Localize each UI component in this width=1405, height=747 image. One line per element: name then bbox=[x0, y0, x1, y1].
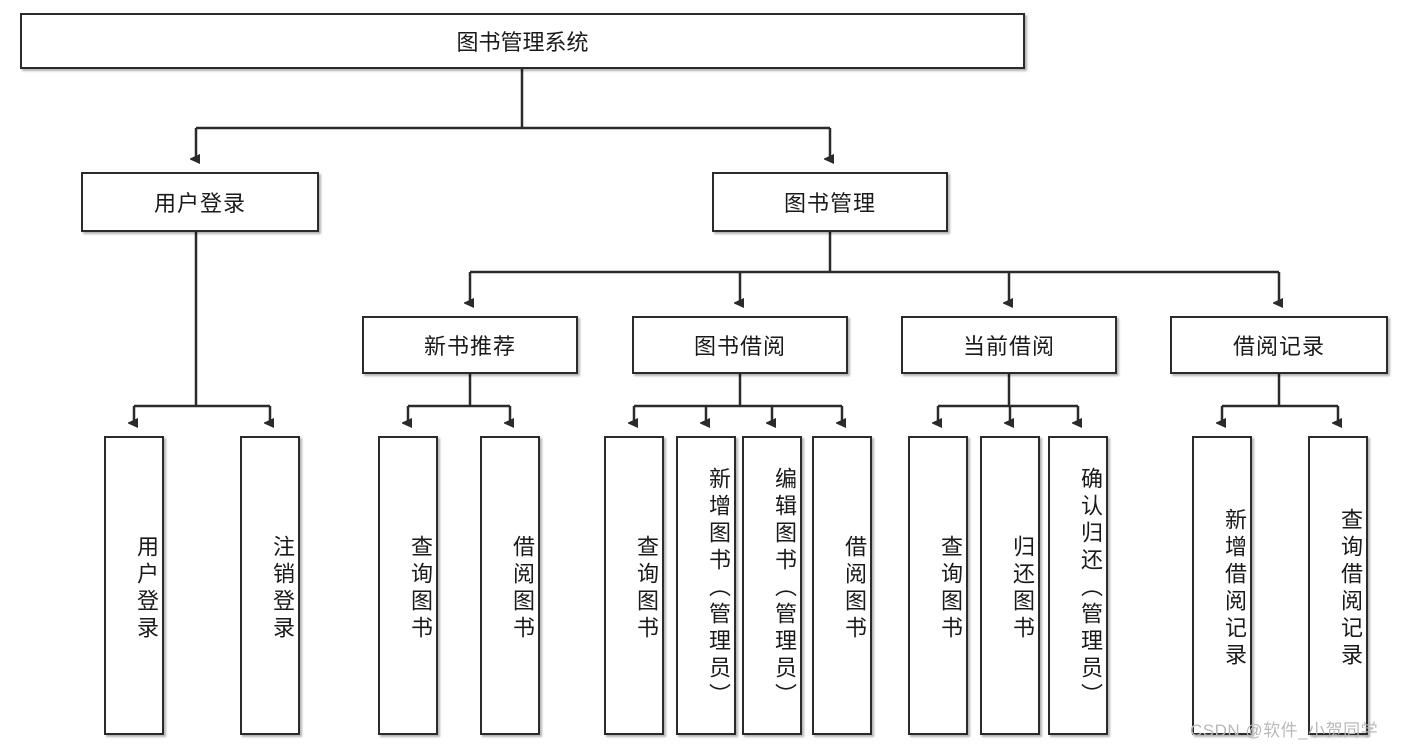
leaf-label: 借阅图书 bbox=[510, 534, 535, 643]
leaf-label: 新增借阅记录 bbox=[1222, 507, 1247, 670]
node-new-book-recommend[interactable]: 新书推荐 bbox=[362, 316, 578, 374]
node-borrow-record[interactable]: 借阅记录 bbox=[1170, 316, 1388, 374]
leaf-query-book-new[interactable]: 查询图书 bbox=[378, 436, 438, 735]
leaf-label: 查询图书 bbox=[938, 534, 963, 643]
leaf-add-book-admin[interactable]: 新增图书（管理员） bbox=[676, 436, 736, 735]
leaf-borrow-book-new[interactable]: 借阅图书 bbox=[480, 436, 540, 735]
node-book-management-label: 图书管理 bbox=[783, 191, 876, 216]
leaf-logout[interactable]: 注销登录 bbox=[240, 436, 300, 735]
leaf-label: 注销登录 bbox=[270, 534, 295, 643]
node-user-login-label: 用户登录 bbox=[153, 191, 246, 216]
leaf-label: 查询图书 bbox=[408, 534, 433, 643]
leaf-label: 编辑图书（管理员） bbox=[772, 467, 797, 710]
leaf-label: 用户登录 bbox=[134, 534, 159, 643]
node-current-borrow[interactable]: 当前借阅 bbox=[901, 316, 1117, 374]
leaf-label: 归还图书 bbox=[1010, 534, 1035, 643]
leaf-add-borrow-record[interactable]: 新增借阅记录 bbox=[1192, 436, 1252, 735]
leaf-label: 借阅图书 bbox=[842, 534, 867, 643]
leaf-label: 确认归还（管理员） bbox=[1078, 467, 1103, 710]
leaf-return-book[interactable]: 归还图书 bbox=[980, 436, 1040, 735]
node-new-book-recommend-label: 新书推荐 bbox=[423, 334, 516, 359]
node-book-borrow[interactable]: 图书借阅 bbox=[632, 316, 848, 374]
leaf-label: 新增图书（管理员） bbox=[706, 467, 731, 710]
leaf-query-borrow-record[interactable]: 查询借阅记录 bbox=[1308, 436, 1368, 735]
leaf-confirm-return-admin[interactable]: 确认归还（管理员） bbox=[1048, 436, 1108, 735]
node-book-borrow-label: 图书借阅 bbox=[693, 334, 786, 359]
leaf-borrow-book[interactable]: 借阅图书 bbox=[812, 436, 872, 735]
node-borrow-record-label: 借阅记录 bbox=[1232, 334, 1325, 359]
leaf-edit-book-admin[interactable]: 编辑图书（管理员） bbox=[742, 436, 802, 735]
leaf-label: 查询借阅记录 bbox=[1338, 507, 1363, 670]
node-root[interactable]: 图书管理系统 bbox=[20, 13, 1025, 69]
leaf-user-login[interactable]: 用户登录 bbox=[104, 436, 164, 735]
node-root-label: 图书管理系统 bbox=[456, 30, 589, 55]
node-user-login[interactable]: 用户登录 bbox=[81, 172, 319, 232]
watermark-csdn: CSDN @软件_小贺同学 bbox=[1190, 721, 1379, 740]
leaf-label: 查询图书 bbox=[634, 534, 659, 643]
leaf-query-book-current[interactable]: 查询图书 bbox=[908, 436, 968, 735]
node-book-management[interactable]: 图书管理 bbox=[712, 172, 948, 232]
leaf-query-book-borrow[interactable]: 查询图书 bbox=[604, 436, 664, 735]
node-current-borrow-label: 当前借阅 bbox=[962, 334, 1055, 359]
